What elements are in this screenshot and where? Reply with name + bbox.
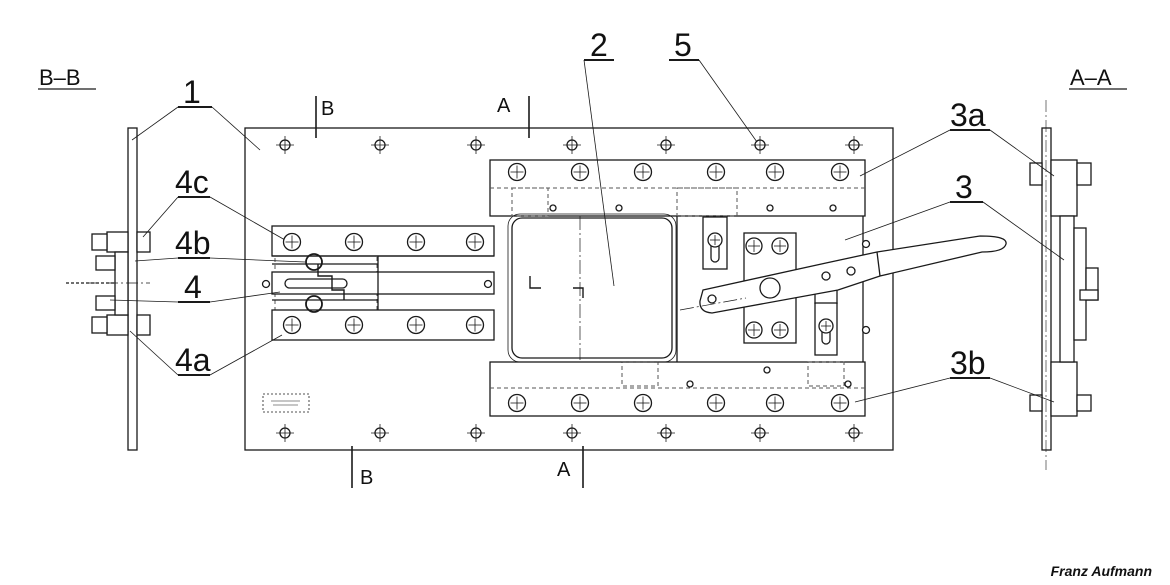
callout-4: 4: [184, 269, 202, 305]
callout-5: 5: [674, 27, 692, 63]
small-screw: [844, 380, 852, 388]
keeper-screw: [707, 232, 723, 248]
lever-3: [699, 235, 1007, 314]
rail-screw: [507, 162, 527, 182]
callout-2: 2: [590, 27, 608, 63]
small-screw: [861, 239, 871, 249]
guide-screw: [282, 232, 302, 252]
section-title-bb: B–B: [39, 65, 81, 90]
bolt-button-lower: [305, 295, 323, 313]
latch-screw: [771, 321, 789, 339]
mounting-hole-5: [276, 424, 294, 442]
mounting-hole-5: [751, 136, 769, 154]
bolt-button-4b: [305, 253, 323, 271]
section-view-aa: [1029, 100, 1099, 470]
callout-3b: 3b: [950, 345, 986, 381]
cut-label-a-top: A: [497, 95, 511, 117]
guide-screw: [465, 315, 485, 335]
cut-label-b-bottom: B: [360, 467, 373, 489]
small-screw: [763, 366, 771, 374]
small-screw: [766, 204, 774, 212]
rail-screw: [570, 393, 590, 413]
window-center-mark: [529, 276, 584, 298]
mounting-hole-5: [657, 136, 675, 154]
rail-screw: [706, 393, 726, 413]
guide-screw: [465, 232, 485, 252]
mounting-hole-5: [563, 424, 581, 442]
small-screw: [549, 204, 557, 212]
guide-screw: [282, 315, 302, 335]
rail-screw: [633, 162, 653, 182]
rail-screw: [570, 162, 590, 182]
callout-3: 3: [955, 169, 973, 205]
small-screw: [829, 204, 837, 212]
guide-screw: [406, 315, 426, 335]
callout-underlines: [38, 59, 1127, 379]
rail-screw: [830, 393, 850, 413]
cut-label-b-top: B: [321, 98, 334, 120]
bolt-4: [271, 271, 495, 295]
rail-screw: [633, 393, 653, 413]
guide-screw: [406, 232, 426, 252]
mounting-hole-5: [467, 424, 485, 442]
small-screw: [261, 279, 271, 289]
section-cut-marks: [315, 96, 584, 488]
rail-screw: [706, 162, 726, 182]
rail-3b: [489, 361, 866, 417]
bolt-guide-4c: [271, 225, 495, 257]
guide-screw: [344, 315, 364, 335]
mounting-hole-5: [563, 136, 581, 154]
mounting-hole-5: [845, 136, 863, 154]
mounting-hole-5: [751, 424, 769, 442]
small-screw: [483, 279, 493, 289]
latch-screw: [745, 321, 763, 339]
callout-4c: 4c: [175, 164, 209, 200]
bolt-slot: [284, 278, 348, 289]
small-screw: [686, 380, 694, 388]
small-screw: [861, 325, 871, 335]
mounting-hole-5: [657, 424, 675, 442]
guide-screw: [344, 232, 364, 252]
callout-1: 1: [183, 74, 201, 110]
section-title-aa: A–A: [1070, 65, 1112, 90]
mounting-hole-5: [845, 424, 863, 442]
callout-4b: 4b: [175, 225, 211, 261]
keeper-screw: [818, 318, 834, 334]
rail-screw: [507, 393, 527, 413]
mounting-hole-5: [276, 136, 294, 154]
latch-screw: [745, 237, 763, 255]
callout-4a: 4a: [175, 342, 211, 378]
section-view-bb: [66, 127, 151, 451]
cut-label-a-bottom: A: [557, 459, 571, 481]
window-2: [511, 217, 673, 359]
latch-screw: [771, 237, 789, 255]
author-credit: Franz Aufmann: [1050, 563, 1152, 579]
rail-screw: [765, 393, 785, 413]
rail-screw: [830, 162, 850, 182]
mounting-hole-5: [371, 424, 389, 442]
callout-3a: 3a: [950, 97, 986, 133]
mounting-hole-5: [371, 136, 389, 154]
mounting-hole-5: [467, 136, 485, 154]
bolt-guide-4a: [271, 309, 495, 341]
rail-screw: [765, 162, 785, 182]
small-screw: [615, 204, 623, 212]
